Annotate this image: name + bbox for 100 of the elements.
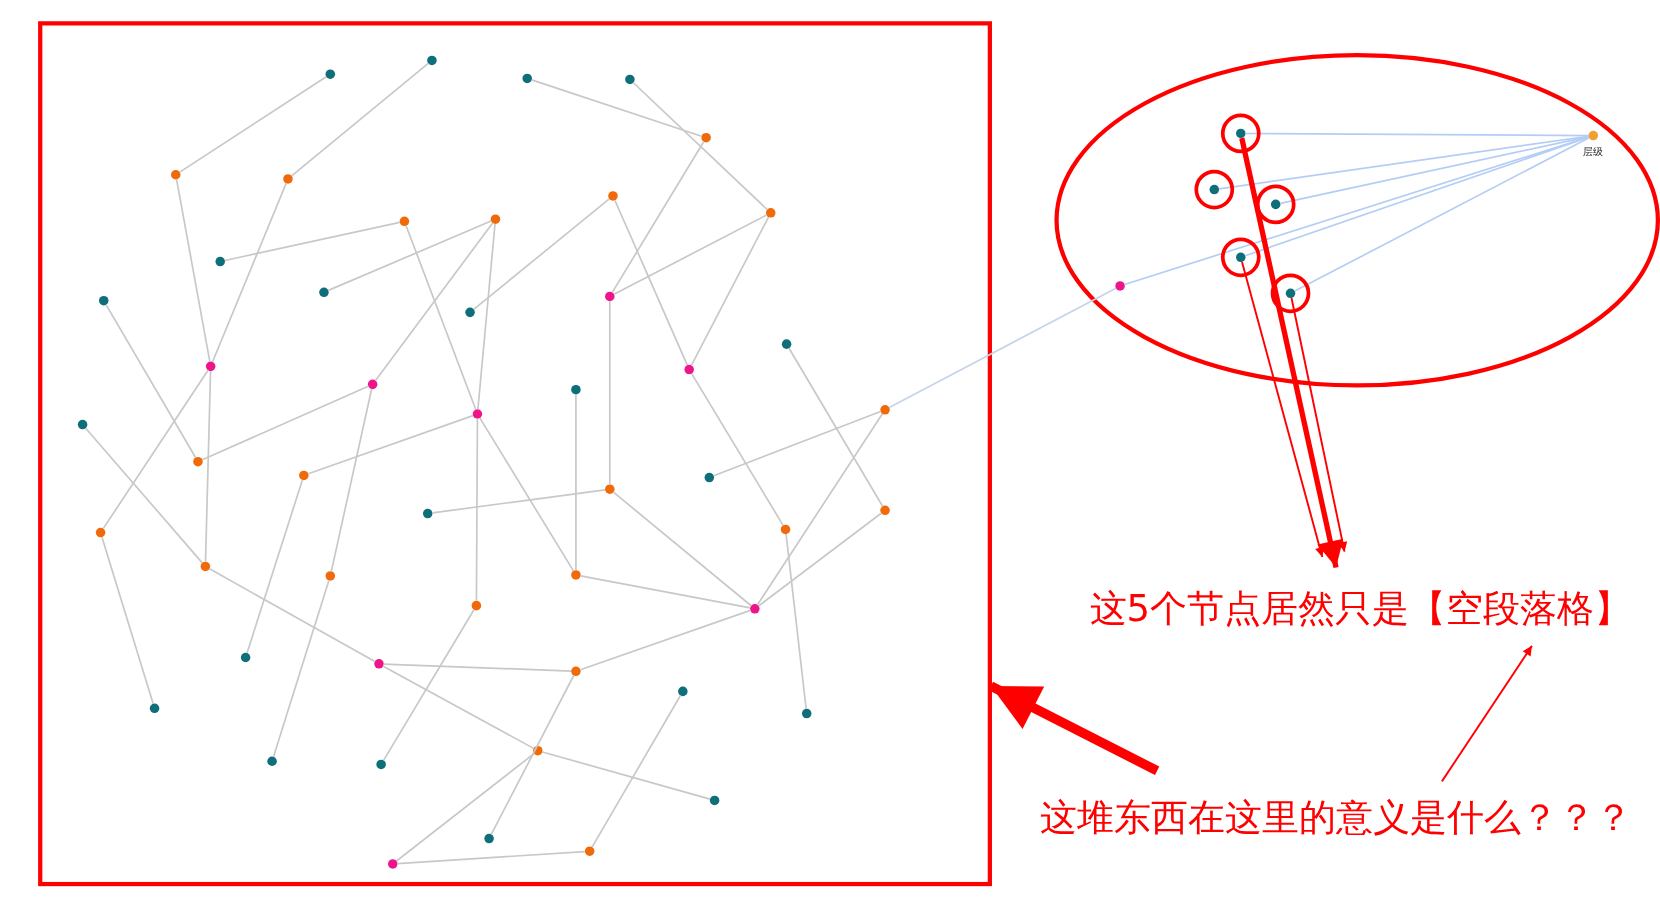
connector-line bbox=[756, 412, 884, 606]
connector-line bbox=[614, 199, 689, 367]
graph-node-dot bbox=[801, 708, 812, 719]
connector-line bbox=[490, 674, 575, 836]
graph-node-dot bbox=[1588, 130, 1599, 141]
graph-node-dot bbox=[571, 666, 581, 677]
graph-node-dot bbox=[571, 570, 581, 580]
graph-node-dot bbox=[1285, 288, 1296, 299]
connector-line bbox=[201, 385, 370, 461]
connector-line bbox=[632, 81, 769, 211]
graph-node-dot bbox=[780, 524, 791, 535]
connector-line bbox=[395, 752, 535, 862]
graph-node-dot bbox=[77, 419, 88, 430]
graph-node-dot bbox=[299, 470, 309, 481]
connector-line bbox=[591, 694, 682, 848]
graph-node-dot bbox=[422, 508, 433, 519]
graph-node-dot bbox=[678, 686, 688, 697]
annotation-text: 这堆东西在这里的意义是什么？？？ bbox=[1040, 793, 1633, 844]
graph-node-dot bbox=[240, 652, 251, 663]
connector-line bbox=[712, 410, 882, 477]
connector-line bbox=[608, 300, 611, 486]
annotation-text: 这5个节点居然只是【空段落格】 bbox=[1089, 583, 1632, 634]
connector-line bbox=[788, 347, 884, 508]
graph-node-dot bbox=[1236, 128, 1246, 139]
graph-node-dot bbox=[200, 561, 211, 572]
connector-line bbox=[757, 512, 883, 607]
graph-node-dot bbox=[99, 295, 109, 306]
graph-node-dot bbox=[388, 859, 398, 869]
connector-line bbox=[477, 223, 496, 411]
connector-line bbox=[246, 479, 304, 654]
connector-line bbox=[208, 567, 376, 663]
connector-line bbox=[327, 220, 492, 292]
connector-line bbox=[579, 574, 751, 609]
connector-line bbox=[382, 608, 475, 762]
connector-line bbox=[479, 417, 575, 572]
connector-line bbox=[382, 663, 572, 672]
graph-node-dot bbox=[490, 214, 501, 224]
connector-line bbox=[612, 491, 752, 607]
connector-line bbox=[211, 182, 287, 363]
connector-line bbox=[541, 751, 711, 800]
arrow bbox=[1290, 297, 1348, 553]
connector-line bbox=[105, 304, 197, 459]
connector-line bbox=[290, 62, 430, 177]
connector-line bbox=[690, 372, 784, 527]
graph-node-dot bbox=[267, 756, 277, 766]
graph-node-dot bbox=[319, 287, 329, 297]
connector-line bbox=[178, 75, 328, 173]
connector-line bbox=[530, 79, 703, 138]
graph-node-dot bbox=[376, 759, 386, 770]
graph-node-dot bbox=[608, 191, 618, 201]
connector-line bbox=[579, 609, 752, 671]
graph-node-dot bbox=[584, 846, 595, 856]
graph-node-dot bbox=[399, 216, 410, 227]
graph-node-dot bbox=[684, 364, 694, 375]
connector-line bbox=[101, 536, 154, 705]
graph-node-dot bbox=[625, 74, 635, 85]
graph-node-dot bbox=[880, 405, 890, 415]
graph-node-dot bbox=[465, 307, 475, 318]
graph-node-dot bbox=[193, 456, 203, 467]
graph-node-dot bbox=[171, 170, 181, 180]
arrow bbox=[1241, 260, 1325, 558]
connector-line bbox=[224, 221, 401, 262]
graph-node-dot bbox=[374, 659, 384, 669]
graph-node-dot bbox=[484, 833, 494, 844]
connector-line bbox=[472, 198, 611, 311]
connector-line bbox=[1293, 136, 1590, 292]
graph-node-dot bbox=[605, 291, 615, 302]
connector-line bbox=[330, 388, 373, 573]
connector-line bbox=[785, 533, 807, 710]
connector-line bbox=[175, 178, 211, 363]
connector-line bbox=[396, 850, 586, 865]
connector-line bbox=[575, 393, 577, 571]
connector-line bbox=[611, 140, 705, 294]
connector-line bbox=[613, 214, 768, 296]
connector-line bbox=[431, 488, 606, 514]
arrow bbox=[1440, 644, 1533, 783]
graph-node-dot bbox=[1236, 252, 1246, 263]
graph-node-dot bbox=[471, 600, 482, 611]
graph-node-dot bbox=[472, 409, 483, 419]
highlight-ellipse bbox=[1054, 53, 1660, 388]
connector-line bbox=[102, 369, 209, 530]
graph-node-dot bbox=[367, 379, 378, 390]
connector-line bbox=[888, 287, 1117, 409]
graph-node-dot bbox=[1270, 199, 1281, 210]
connector-line bbox=[690, 216, 770, 367]
connector-line bbox=[84, 427, 204, 564]
connector-line bbox=[204, 370, 212, 563]
graph-node-dot bbox=[522, 73, 532, 84]
graph-node-dot bbox=[765, 208, 776, 218]
graph-node-dot bbox=[701, 132, 711, 143]
frame-box bbox=[38, 21, 992, 887]
graph-node-dot bbox=[709, 795, 720, 806]
connector-line bbox=[272, 579, 330, 758]
connector-line bbox=[374, 222, 494, 382]
graph-node-dot bbox=[95, 527, 106, 538]
graph-node-dot bbox=[1209, 184, 1220, 195]
graph-node-dot bbox=[571, 384, 581, 395]
arrow bbox=[1239, 137, 1344, 569]
graph-node-dot bbox=[205, 361, 216, 372]
graph-node-dot bbox=[880, 505, 890, 516]
